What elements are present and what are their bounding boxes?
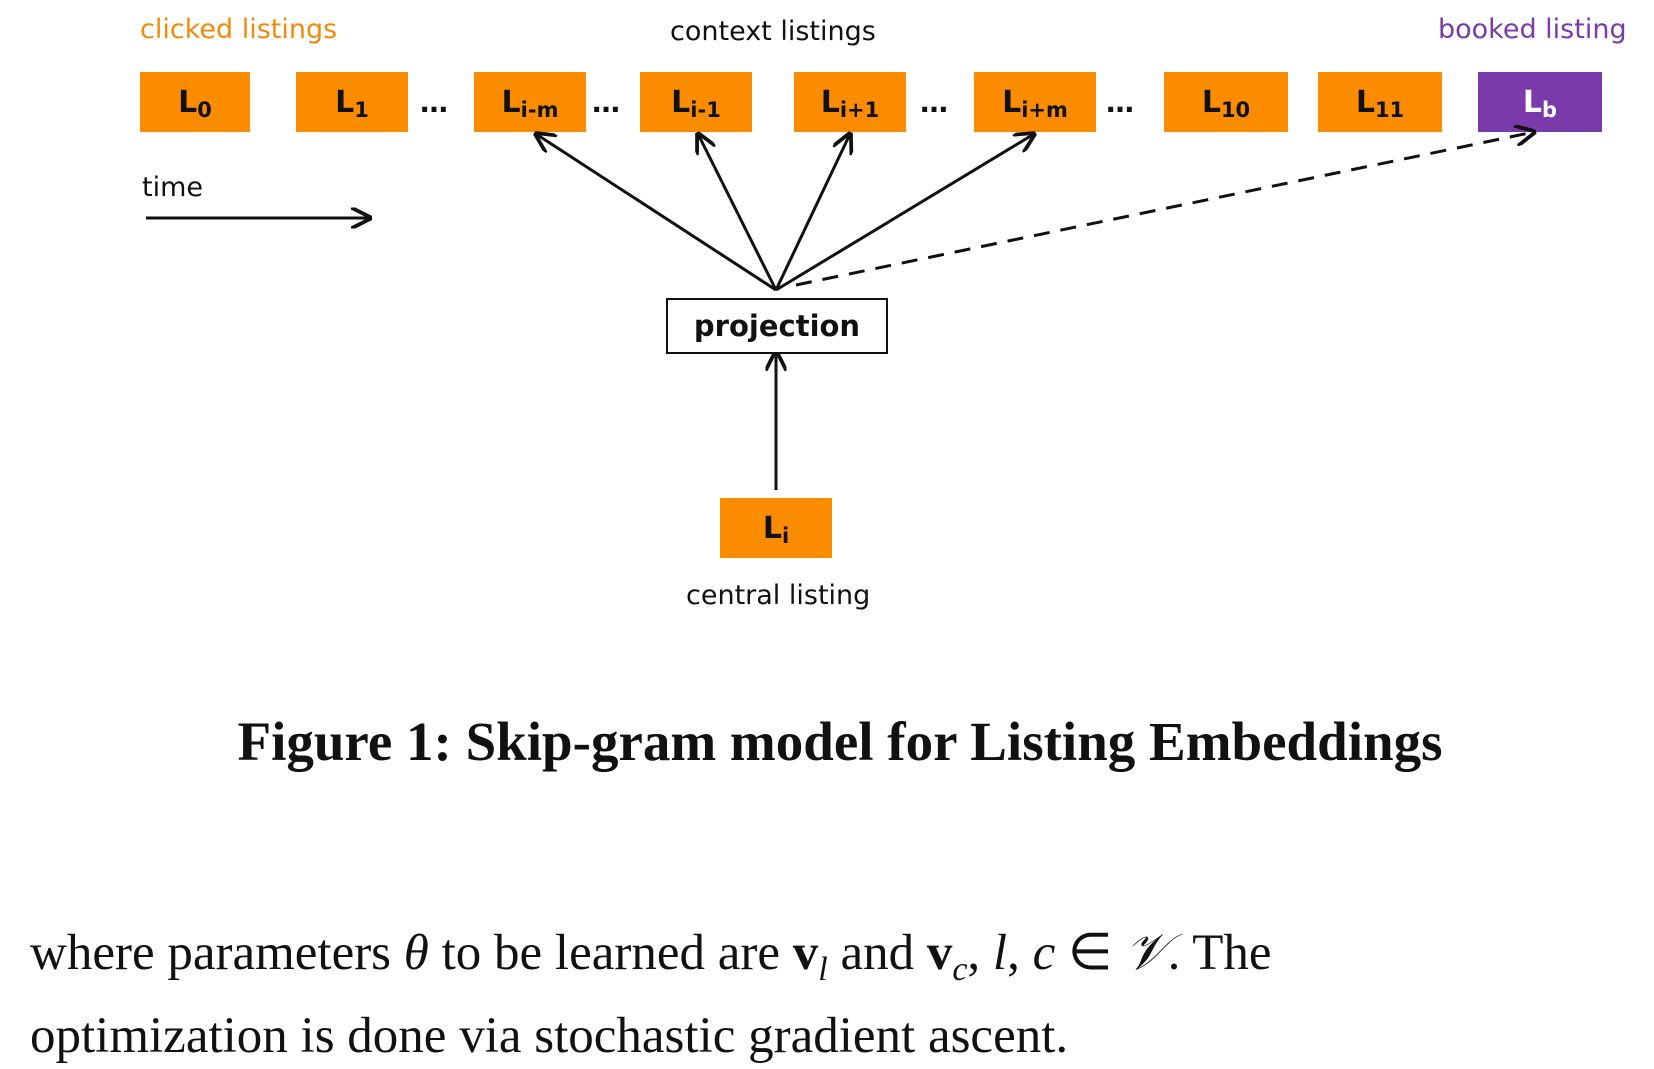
projection-box: projection — [666, 298, 888, 354]
body-paragraph: where parameters θ to be learned are vl … — [30, 925, 1272, 1065]
time-label: time — [142, 172, 204, 203]
ellipsis-2: … — [592, 86, 620, 119]
booked-listing-label: booked listing — [1438, 14, 1627, 45]
ellipsis-4: … — [1106, 86, 1134, 119]
connection-arrows — [146, 0, 1654, 490]
ellipsis-1: … — [420, 86, 448, 119]
arrow-to-li-1 — [698, 134, 778, 291]
arrow-to-li+m — [775, 134, 1034, 292]
skip-gram-diagram: clicked listings context listings booked… — [140, 0, 1654, 611]
arrow-to-li+1 — [774, 134, 850, 291]
figure-caption: Figure 1: Skip-gram model for Listing Em… — [237, 711, 1443, 772]
central-listing-label: central listing — [686, 580, 871, 611]
ellipsis-3: … — [920, 86, 948, 119]
clicked-listings-label: clicked listings — [140, 14, 338, 45]
context-listings-label: context listings — [670, 16, 876, 47]
dashed-arrow-to-lb — [795, 132, 1534, 287]
arrow-to-lim — [536, 134, 777, 292]
